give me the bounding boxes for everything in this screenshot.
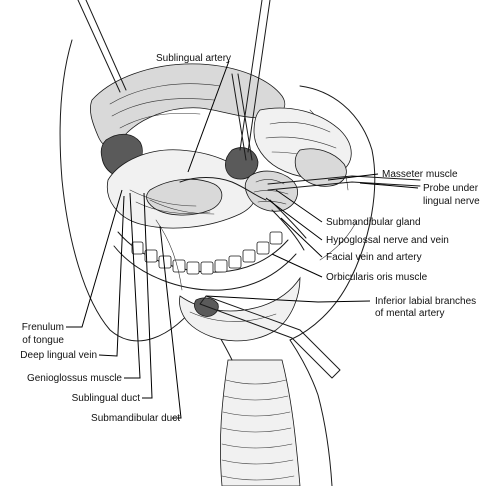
lower-lip-drawing (179, 276, 301, 342)
label-orbicularis-oris: Orbicularis oris muscle (326, 272, 428, 283)
label-hypoglossal-nerve-vein: Hypoglossal nerve and vein (326, 235, 449, 246)
submandibular-gland-drawing (244, 170, 298, 212)
label-frenulum-line2: of tongue (22, 335, 64, 346)
leader-lines (66, 60, 419, 419)
label-inferior-labial-line2: of mental artery (375, 308, 445, 319)
instruments-drawing (77, 0, 421, 379)
label-submandibular-duct: Submandibular duct (91, 413, 180, 424)
label-probe-under-line2: lingual nerve (423, 196, 480, 207)
label-sublingual-artery: Sublingual artery (156, 53, 232, 64)
upper-jaw-drawing (253, 107, 352, 187)
label-facial-vein-artery: Facial vein and artery (326, 252, 422, 263)
label-deep-lingual-vein: Deep lingual vein (20, 350, 97, 361)
label-probe-under-line1: Probe under (423, 183, 479, 194)
label-genioglossus-muscle: Genioglossus muscle (26, 373, 122, 384)
tongue-drawing (90, 63, 286, 178)
label-masseter-muscle: Masseter muscle (382, 169, 458, 180)
label-inferior-labial-line1: Inferior labial branches (375, 296, 477, 307)
label-frenulum-line1: Frenulum (21, 322, 64, 333)
trachea-drawing (220, 359, 301, 486)
lower-teeth-drawing (113, 231, 297, 291)
label-submandibular-gland: Submandibular gland (326, 217, 421, 228)
label-sublingual-duct: Sublingual duct (71, 393, 140, 404)
